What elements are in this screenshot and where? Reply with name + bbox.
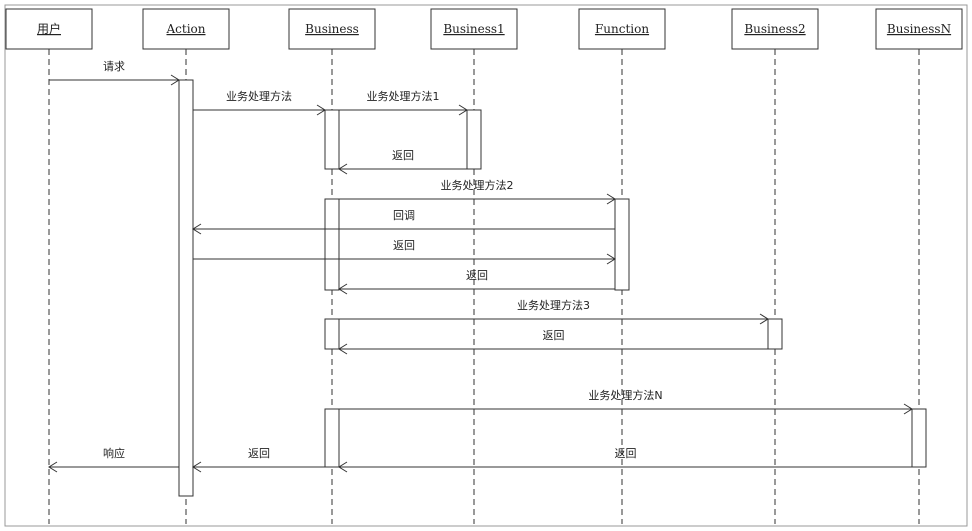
- message-action-to-function: 返回: [193, 239, 616, 265]
- message-arrowhead: [192, 461, 202, 473]
- message-businessN-to-business: 返回: [338, 447, 912, 473]
- lifeline-label: Business2: [744, 22, 805, 36]
- lifeline-header-box: [5, 8, 93, 50]
- lifeline-header-box: [731, 8, 819, 50]
- message-arrowhead: [338, 163, 348, 175]
- lifeline-header-box: [875, 8, 963, 50]
- lifeline-business1: Business1: [430, 8, 518, 524]
- message-action-to-user: 响应: [48, 446, 179, 473]
- message-user-to-action: 请求: [49, 60, 180, 86]
- lifeline-label: Business: [305, 22, 359, 36]
- activation-bar-businessN: [911, 408, 927, 468]
- activation-bar-function: [614, 198, 630, 291]
- message-business2-to-business: 返回: [338, 329, 768, 355]
- message-label: 请求: [103, 60, 125, 73]
- lifeline-label: BusinessN: [887, 22, 951, 36]
- message-function-to-action: 回调: [192, 209, 615, 235]
- message-business-to-function: 业务处理方法2: [339, 178, 616, 205]
- activation-bar-business: [324, 318, 340, 350]
- message-arrowhead: [48, 461, 58, 473]
- lifeline-header-box: [142, 8, 230, 50]
- lifeline-user: 用户: [5, 8, 93, 524]
- message-arrowhead: [338, 461, 348, 473]
- lifeline-label: Business1: [443, 22, 504, 36]
- message-label: 业务处理方法1: [367, 89, 440, 103]
- message-arrowhead: [338, 343, 348, 355]
- message-label: 回调: [393, 209, 415, 222]
- lifeline-business2: Business2: [731, 8, 819, 524]
- message-arrowhead: [606, 193, 616, 205]
- activation-bar-business2: [767, 318, 783, 350]
- message-arrowhead: [192, 223, 202, 235]
- message-business-to-action: 返回: [192, 447, 325, 473]
- message-label: 业务处理方法N: [588, 388, 662, 402]
- message-business-to-businessN: 业务处理方法N: [339, 388, 913, 415]
- message-label: 响应: [103, 446, 125, 460]
- activation-bar-business: [324, 109, 340, 170]
- message-arrowhead: [316, 104, 326, 116]
- message-label: 业务处理方法2: [441, 178, 514, 192]
- lifeline-label: Function: [595, 22, 649, 36]
- message-label: 返回: [393, 239, 415, 252]
- message-business1-to-business: 返回: [338, 149, 467, 175]
- message-action-to-business: 业务处理方法: [193, 89, 326, 116]
- message-label: 返回: [392, 149, 414, 162]
- diagram-frame: [4, 4, 968, 527]
- message-arrowhead: [903, 403, 913, 415]
- lifeline-label: 用户: [37, 21, 61, 36]
- activation-bar-business1: [466, 109, 482, 170]
- message-arrowhead: [759, 313, 769, 325]
- activation-bar-business: [324, 408, 340, 468]
- lifeline-business: Business: [288, 8, 376, 524]
- message-label: 返回: [615, 447, 637, 460]
- message-arrowhead: [458, 104, 468, 116]
- lifeline-function: Function: [578, 8, 666, 524]
- lifeline-header-box: [288, 8, 376, 50]
- message-label: 业务处理方法3: [517, 298, 590, 312]
- message-label: 返回: [543, 329, 565, 342]
- lifeline-label: Action: [166, 22, 206, 36]
- message-function-to-business: 返回: [338, 269, 615, 295]
- message-business-to-business2: 业务处理方法3: [339, 298, 769, 325]
- message-arrowhead: [338, 283, 348, 295]
- message-arrowhead: [606, 253, 616, 265]
- message-arrowhead: [170, 74, 180, 86]
- message-business-to-business1: 业务处理方法1: [339, 89, 468, 116]
- activation-bar-action: [178, 79, 194, 497]
- message-label: 业务处理方法: [226, 89, 292, 103]
- message-label: 返回: [466, 269, 488, 282]
- activation-bar-business: [324, 198, 340, 291]
- message-label: 返回: [248, 447, 270, 460]
